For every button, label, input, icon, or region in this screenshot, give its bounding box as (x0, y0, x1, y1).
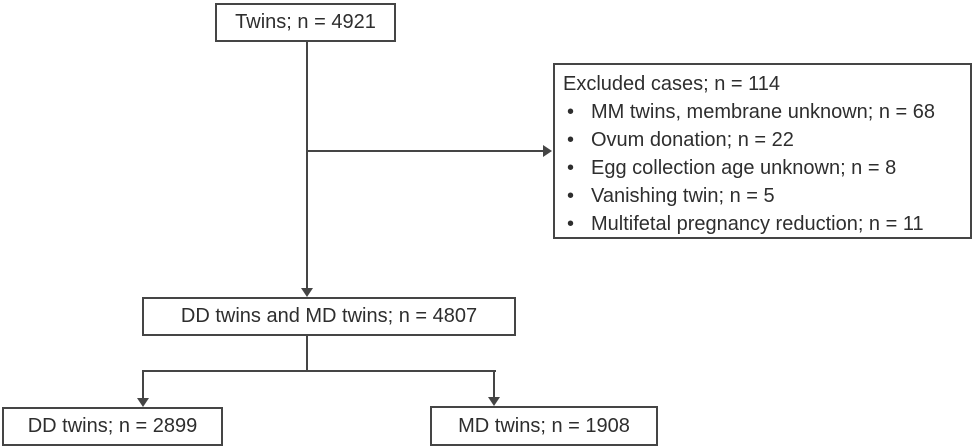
excluded-item-label: Egg collection age unknown; n = 8 (591, 157, 897, 179)
md-box: MD twins; n = 1908 (430, 406, 658, 446)
arrowhead-down-icon (137, 398, 149, 407)
twins-box: Twins; n = 4921 (215, 3, 396, 42)
excluded-box-title: Excluded cases; n = 114 (563, 73, 780, 95)
dd-box-label: DD twins; n = 2899 (27, 415, 198, 437)
bullet-icon: • (567, 157, 575, 179)
excluded-item-label: MM twins, membrane unknown; n = 68 (591, 101, 936, 123)
md-box-label: MD twins; n = 1908 (458, 414, 630, 437)
excluded-list-item: • Egg collection age unknown; n = 8 (563, 154, 962, 182)
excluded-list-item: • MM twins, membrane unknown; n = 68 (563, 98, 962, 126)
excluded-item-label: Multifetal pregnancy reduction; n = 11 (591, 213, 924, 235)
connector-to-dd (142, 370, 144, 398)
dd-box: DD twins; n = 2899 (2, 407, 223, 446)
connector-to-md (493, 370, 495, 397)
arrowhead-down-icon (301, 288, 313, 297)
ddmd-box-label: DD twins and MD twins; n = 4807 (180, 305, 478, 327)
arrowhead-down-icon (488, 397, 500, 406)
arrowhead-right-icon (543, 145, 552, 157)
bullet-icon: • (567, 101, 575, 123)
excluded-box: Excluded cases; n = 114 • MM twins, memb… (553, 63, 972, 239)
bullet-icon: • (567, 185, 575, 207)
excluded-list-item: • Multifetal pregnancy reduction; n = 11 (563, 210, 962, 238)
connector-branch (142, 370, 496, 372)
connector-ddmd-stub (306, 336, 308, 371)
excluded-item-label: Vanishing twin; n = 5 (591, 185, 775, 207)
connector-twins-to-ddmd (306, 42, 308, 288)
bullet-icon: • (567, 129, 575, 151)
excluded-list-item: • Vanishing twin; n = 5 (563, 182, 962, 210)
bullet-icon: • (567, 213, 575, 235)
twins-box-label: Twins; n = 4921 (235, 11, 376, 33)
excluded-list-item: • Ovum donation; n = 22 (563, 126, 962, 154)
ddmd-box: DD twins and MD twins; n = 4807 (142, 297, 516, 336)
excluded-item-label: Ovum donation; n = 22 (591, 129, 794, 151)
connector-to-excluded (307, 150, 543, 152)
